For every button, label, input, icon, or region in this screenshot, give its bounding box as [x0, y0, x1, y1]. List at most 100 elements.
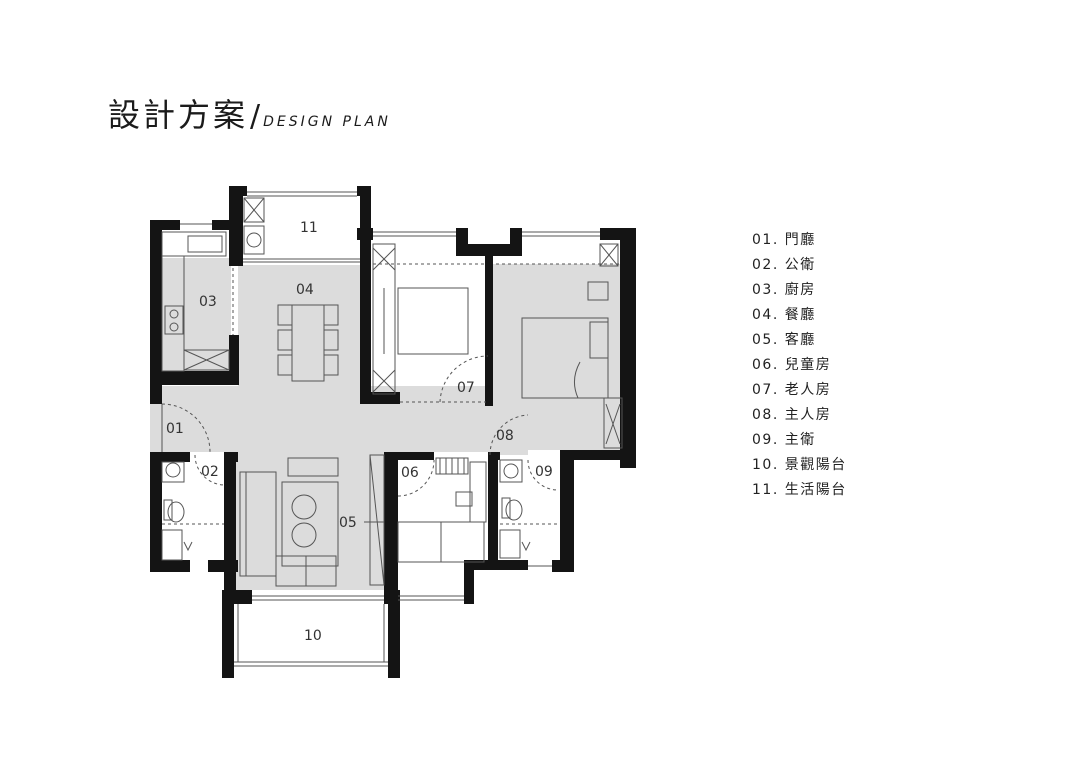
legend-code: 10.: [752, 457, 779, 473]
wall: [464, 560, 474, 604]
wall: [212, 220, 242, 230]
room-labels: 01 02 03 04 05 06 07 08 09 10 11: [166, 220, 553, 644]
legend-item: 09. 主衛: [752, 428, 847, 453]
legend-item: 06. 兒童房: [752, 353, 847, 378]
wall: [360, 186, 371, 266]
bed: [397, 287, 469, 355]
toilet-icon-master: [505, 499, 523, 521]
wall: [229, 186, 247, 196]
legend-code: 02.: [752, 257, 779, 273]
wall: [456, 244, 516, 256]
title-chinese: 設計方案: [108, 96, 249, 134]
wall: [360, 392, 400, 404]
room-label-11: 11: [300, 220, 318, 236]
room-label-01: 01: [166, 421, 184, 437]
wall: [229, 186, 243, 266]
wall: [488, 452, 498, 562]
washer-icon: [243, 197, 265, 223]
wall: [208, 560, 238, 572]
legend-name: 客廳: [784, 332, 816, 348]
legend-name: 公衛: [784, 257, 816, 273]
wall: [150, 220, 162, 404]
wall: [150, 560, 190, 572]
kitchen-sink-icon: [187, 235, 223, 253]
legend-item: 11. 生活陽台: [752, 478, 847, 503]
tv-console: [287, 457, 339, 477]
legend-code: 03.: [752, 282, 779, 298]
wall: [229, 256, 243, 266]
room-label-02: 02: [201, 464, 219, 480]
legend-code: 05.: [752, 332, 779, 348]
legend-code: 06.: [752, 357, 779, 373]
wall: [464, 560, 494, 570]
legend-code: 04.: [752, 307, 779, 323]
legend-item: 01. 門廳: [752, 228, 847, 253]
sofa: [239, 471, 277, 577]
legend-item: 03. 廚房: [752, 278, 847, 303]
wall: [222, 604, 234, 678]
floor-entry: [150, 386, 490, 452]
wall: [150, 220, 180, 230]
stove-icon: [164, 305, 184, 335]
sink-icon: [243, 225, 265, 255]
legend-item: 10. 景觀陽台: [752, 453, 847, 478]
legend-name: 主人房: [784, 407, 832, 423]
legend-name: 兒童房: [784, 357, 832, 373]
legend-name: 廚房: [784, 282, 816, 298]
floor-master-entry: [488, 405, 528, 455]
wall: [510, 228, 522, 256]
legend-item: 05. 客廳: [752, 328, 847, 353]
room-label-05: 05: [339, 515, 357, 531]
floor-living: [236, 452, 386, 590]
room-label-10: 10: [304, 628, 322, 644]
legend-item: 02. 公衛: [752, 253, 847, 278]
wall: [620, 228, 636, 468]
room-label-06: 06: [401, 465, 419, 481]
room-label-09: 09: [535, 464, 553, 480]
legend-code: 01.: [752, 232, 779, 248]
legend-name: 生活陽台: [784, 482, 847, 498]
legend-code: 11.: [752, 482, 779, 498]
legend-code: 08.: [752, 407, 779, 423]
room-label-04: 04: [296, 282, 314, 298]
wall: [150, 452, 162, 572]
wall: [600, 228, 636, 240]
wall: [384, 452, 434, 460]
wall: [560, 452, 574, 572]
basin-icon: [165, 462, 181, 478]
room-legend: 01. 門廳 02. 公衛 03. 廚房 04. 餐廳 05. 客廳 06. 兒…: [752, 228, 847, 503]
wall: [560, 450, 636, 460]
legend-name: 主衛: [784, 432, 816, 448]
fixtures: [161, 191, 623, 667]
legend-name: 老人房: [784, 382, 832, 398]
room-label-08: 08: [496, 428, 514, 444]
wall: [360, 228, 371, 403]
legend-name: 景觀陽台: [784, 457, 847, 473]
floor-dining: [238, 265, 360, 405]
title-slash: /: [250, 99, 261, 134]
wall: [160, 452, 190, 462]
legend-item: 07. 老人房: [752, 378, 847, 403]
page-title: 設計方案 / DESIGN PLAN: [108, 90, 391, 136]
coffee-table: [281, 481, 339, 567]
legend-item: 04. 餐廳: [752, 303, 847, 328]
legend-code: 07.: [752, 382, 779, 398]
legend-item: 08. 主人房: [752, 403, 847, 428]
wall: [160, 371, 238, 385]
wall: [488, 452, 500, 460]
toilet-icon: [167, 501, 185, 523]
wall: [384, 452, 398, 602]
wall: [552, 560, 574, 572]
room-label-03: 03: [199, 294, 217, 310]
legend-code: 09.: [752, 432, 779, 448]
wall: [229, 335, 239, 385]
legend-name: 餐廳: [784, 307, 816, 323]
wall: [224, 452, 236, 602]
wardrobe: [372, 243, 396, 395]
title-english: DESIGN PLAN: [263, 114, 391, 130]
wall: [488, 560, 528, 570]
room-label-07: 07: [457, 380, 475, 396]
floor-fills: [150, 258, 621, 590]
wall: [222, 590, 252, 604]
